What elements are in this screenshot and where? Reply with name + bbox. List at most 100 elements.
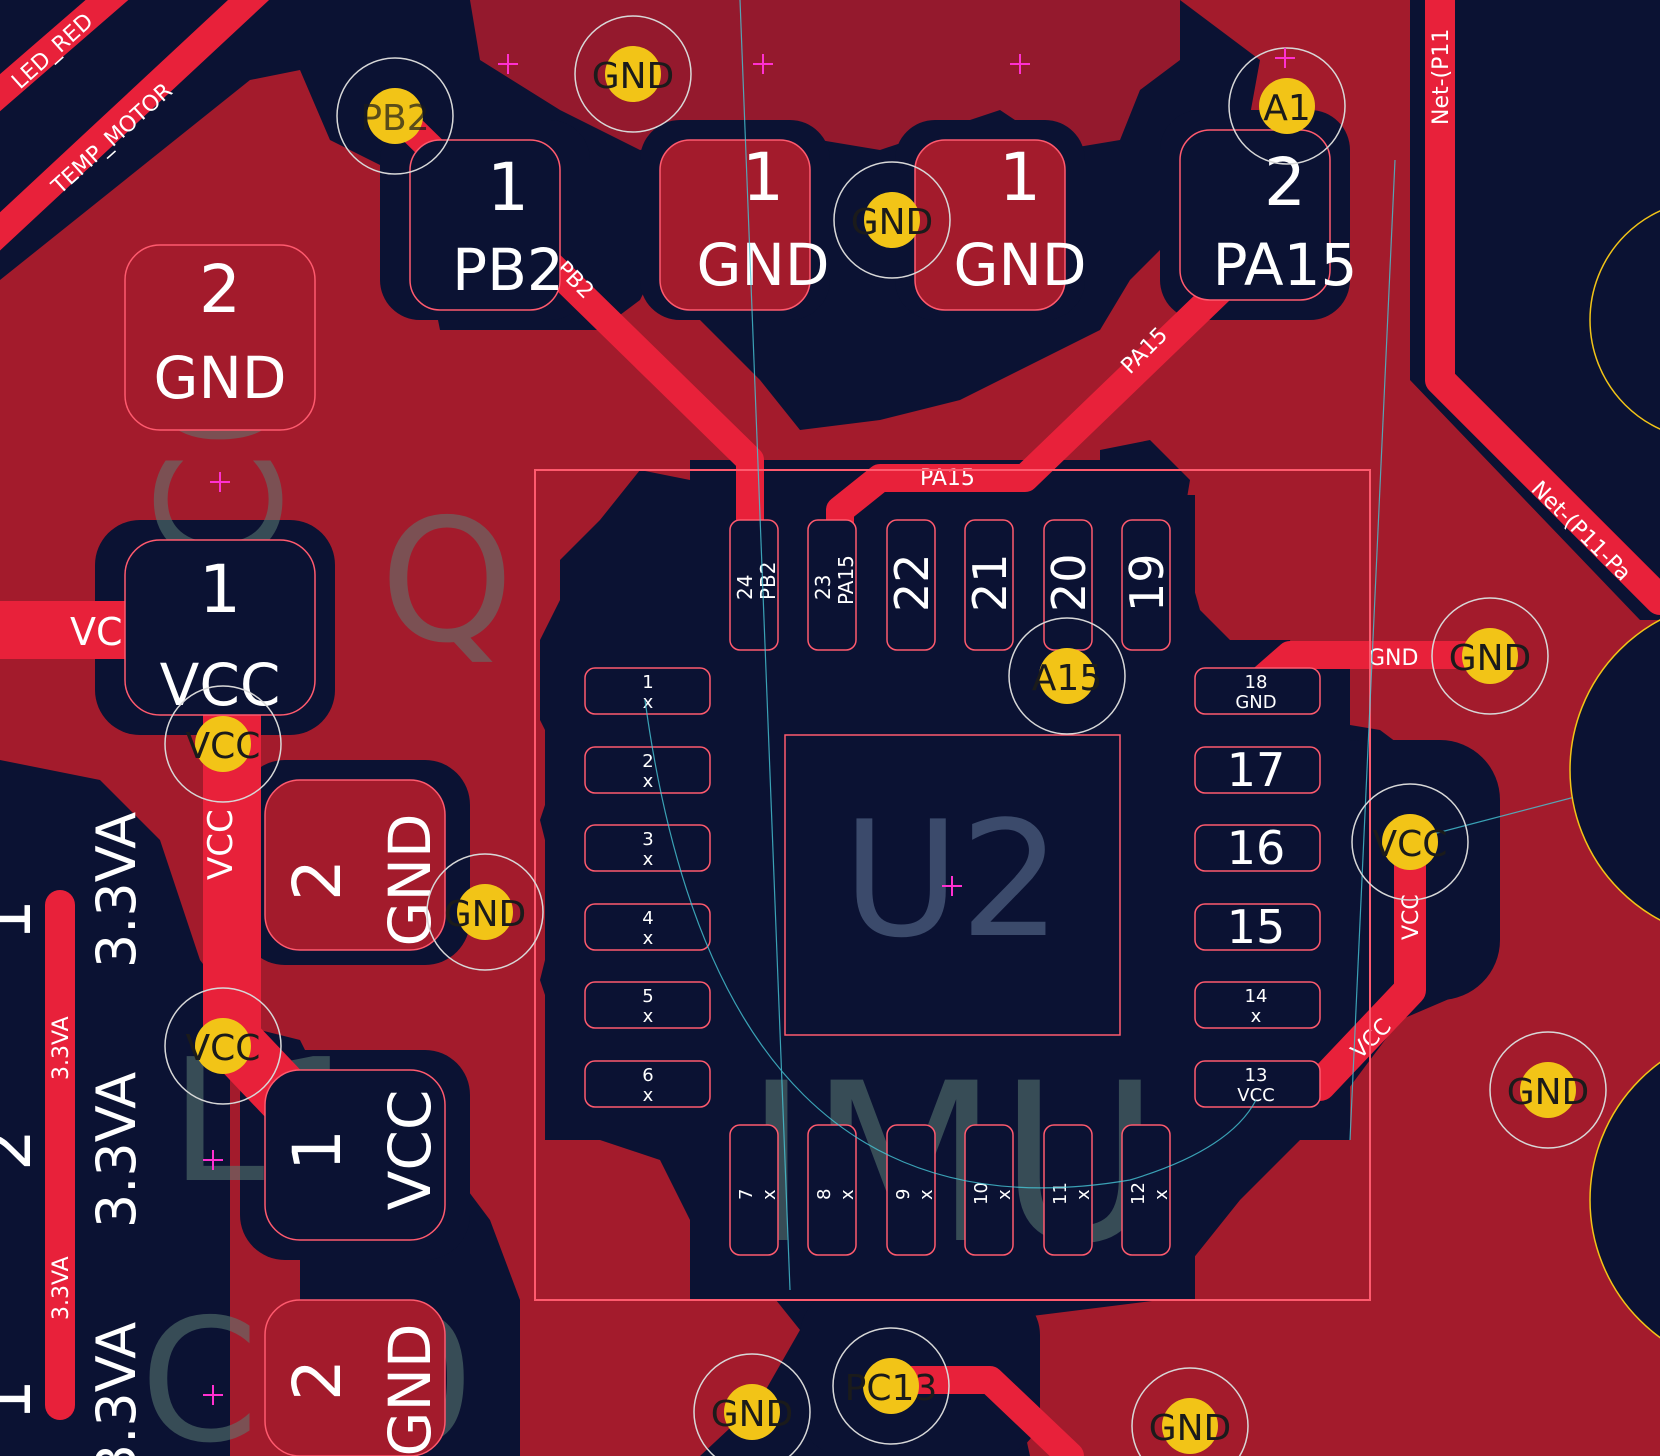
pad-net-pb2: PB2 xyxy=(452,236,564,304)
u2-pin-18[interactable] xyxy=(1194,667,1321,715)
via-vcc-right[interactable]: VCC xyxy=(1351,783,1469,901)
u2-pin-22-num: 22 xyxy=(885,553,939,612)
via-pc13[interactable]: PC13 xyxy=(832,1327,950,1445)
u2-pin-2[interactable] xyxy=(584,746,711,794)
via-a1[interactable]: A1 xyxy=(1228,47,1346,165)
label-3v3va-b: 3.3VA xyxy=(49,1256,74,1320)
strip-3v3va-c: 3.3VA xyxy=(85,1322,148,1456)
footprint-pad-text: 1 PB2 1 GND 1 GND 2 PA15 2 GND 1 VCC 2 G… xyxy=(0,139,1357,1456)
u2-pin-12-net: x xyxy=(1151,1189,1172,1200)
u2-pin-7[interactable] xyxy=(729,1124,779,1256)
u2-left-pins[interactable]: 1 x 2 x 3 x 4 x 5 x 6 x xyxy=(584,667,711,1108)
via-vcc-left-b[interactable]: VCC xyxy=(164,987,282,1105)
pad-num-vcc-left-upper: 1 xyxy=(199,551,241,628)
pad-gnd-top-a[interactable] xyxy=(659,139,811,311)
trace-pc13[interactable] xyxy=(876,1366,1084,1456)
svg-text:VCC: VCC xyxy=(1373,824,1448,865)
strip-3v3va-a: 3.3VA xyxy=(85,812,148,968)
u2-value: IMU xyxy=(744,1036,1160,1292)
u2-top-pins[interactable]: 24 PB2 23 PA15 22 21 20 19 xyxy=(729,519,1174,651)
u2-pin-5[interactable] xyxy=(584,981,711,1029)
u2-pin-17[interactable] xyxy=(1194,746,1321,794)
pad-vcc-left-upper[interactable] xyxy=(124,539,316,716)
via-gnd-bottom-a[interactable]: GND xyxy=(693,1353,811,1456)
u2-pin-24[interactable] xyxy=(729,519,779,651)
footprint-pads[interactable] xyxy=(124,129,1331,1456)
u2-pin-12-num: 12 xyxy=(1128,1182,1149,1205)
u2-pin-21[interactable] xyxy=(964,519,1014,651)
u2-bottom-pins[interactable]: 7 x 8 x 9 x 10 x 11 x 12 x xyxy=(729,1124,1172,1256)
u2-pin-9[interactable] xyxy=(886,1124,936,1256)
svg-text:GND: GND xyxy=(1449,638,1532,679)
via-pb2[interactable]: PB2 xyxy=(336,57,454,175)
pad-gnd-left-low[interactable] xyxy=(264,1299,446,1456)
pad-gnd-left-upper[interactable] xyxy=(124,244,316,431)
connector-pads-right[interactable] xyxy=(1569,200,1660,1370)
pad-net-vcc-left-upper: VCC xyxy=(160,651,281,719)
pad-pa15[interactable] xyxy=(1179,129,1331,301)
u2-pin-23[interactable] xyxy=(807,519,857,651)
pad-net-gnd-b: GND xyxy=(954,231,1087,299)
u2-pin-8[interactable] xyxy=(807,1124,857,1256)
u2-pin-3[interactable] xyxy=(584,824,711,872)
via-gnd-far-right[interactable]: GND xyxy=(1489,1031,1607,1149)
trace-net-p11[interactable] xyxy=(1425,0,1660,615)
strip-num-2: 2 xyxy=(0,1129,46,1171)
strip-num-3: 1 xyxy=(0,1379,46,1421)
u2-footprint[interactable]: U2 IMU 24 PB2 23 PA15 22 21 20 19 xyxy=(534,469,1371,1301)
connector-pad-upper[interactable] xyxy=(1589,200,1660,440)
u2-pin-3-num: 3 xyxy=(642,829,653,850)
anchor-icon xyxy=(210,472,230,492)
u2-pin-14[interactable] xyxy=(1194,981,1321,1029)
u2-pin-5-num: 5 xyxy=(642,986,653,1007)
u2-pin-4[interactable] xyxy=(584,903,711,951)
via-gnd-top[interactable]: GND xyxy=(574,15,692,133)
u2-pin-12[interactable] xyxy=(1121,1124,1171,1256)
u2-right-pins[interactable]: 18 GND 17 16 15 14 x 13 VCC xyxy=(1194,667,1321,1108)
label-gnd-u2: GND xyxy=(1368,646,1418,671)
via-gnd-mid[interactable]: GND xyxy=(833,161,951,279)
u2-pin-20-num: 20 xyxy=(1042,553,1096,612)
via-gnd-r18[interactable]: GND xyxy=(1431,597,1549,715)
u2-pin-23-num: 23 xyxy=(811,575,835,600)
connector-pad-mid[interactable] xyxy=(1569,600,1660,940)
pad-vcc-left-mid[interactable] xyxy=(264,1069,446,1241)
u2-pin-6[interactable] xyxy=(584,1060,711,1108)
trace-temp-motor[interactable] xyxy=(0,0,270,251)
pad-num-gnd-left-mid: 2 xyxy=(279,859,356,901)
u2-pin-18-net: GND xyxy=(1235,692,1276,713)
via-gnd-bottom-b[interactable]: GND xyxy=(1131,1367,1249,1456)
vias[interactable]: PB2 GND GND A1 A15 GND VCC VCC GND VCC G… xyxy=(164,15,1607,1456)
u2-pin-4-num: 4 xyxy=(642,908,653,929)
pad-net-gnd-left-low: GND xyxy=(376,1324,444,1456)
pad-pb2[interactable] xyxy=(409,139,561,311)
via-a15[interactable]: A15 xyxy=(1008,617,1126,735)
u2-pin-2-net: x xyxy=(643,771,654,792)
svg-text:GND: GND xyxy=(444,894,527,935)
connector-pad-low[interactable] xyxy=(1589,1030,1660,1370)
u2-pin-19[interactable] xyxy=(1121,519,1171,651)
u2-pin-24-num: 24 xyxy=(733,575,757,600)
pad-num-gnd-b: 1 xyxy=(999,139,1041,216)
anchor-icon xyxy=(1010,54,1030,74)
silk-ref-q: Q xyxy=(380,483,514,681)
u2-pin-11-net: x xyxy=(1073,1189,1094,1200)
u2-pin-13-num: 13 xyxy=(1245,1065,1268,1086)
anchor-icon xyxy=(498,54,518,74)
u2-pin-22[interactable] xyxy=(886,519,936,651)
u2-pin-15[interactable] xyxy=(1194,903,1321,951)
u2-pin-16[interactable] xyxy=(1194,824,1321,872)
u2-pin-10[interactable] xyxy=(964,1124,1014,1256)
u2-pin-13[interactable] xyxy=(1194,1060,1321,1108)
u2-pin-11[interactable] xyxy=(1043,1124,1093,1256)
via-gnd-left[interactable]: GND xyxy=(426,853,544,971)
copper-zone-top-mid[interactable] xyxy=(470,0,1180,150)
u2-pin-17-num: 17 xyxy=(1227,743,1286,797)
pad-gnd-left-mid[interactable] xyxy=(264,779,446,951)
trace-led-red[interactable] xyxy=(0,0,130,112)
anchor-icon xyxy=(1275,48,1295,68)
via-vcc-left-a[interactable]: VCC xyxy=(164,685,282,803)
u2-pin-10-net: x xyxy=(994,1189,1015,1200)
svg-text:A1: A1 xyxy=(1263,88,1311,129)
